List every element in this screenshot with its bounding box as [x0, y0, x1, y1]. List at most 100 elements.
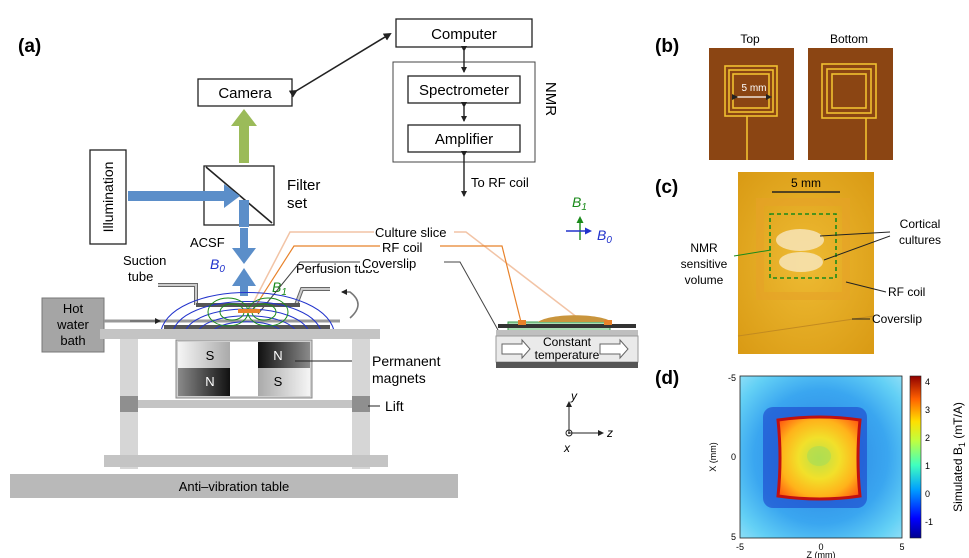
colorbar-ticks: 4 3 2 1 0 -1 [925, 377, 933, 527]
filter-set-label-1: Filter [287, 177, 320, 194]
b1-symbol: B1 [272, 279, 287, 298]
y-axis-title: X (mm) [708, 442, 718, 472]
x-tick-0: 0 [818, 542, 823, 552]
cbar-tick-2: 2 [925, 433, 930, 443]
pcb-top [709, 48, 794, 160]
illumination-label: Illumination [100, 162, 116, 233]
rf-coil-label: RF coil [382, 240, 423, 255]
heat-flow-arrow-left [501, 338, 531, 360]
computer-box [395, 18, 533, 48]
culture-blob-2 [779, 252, 823, 272]
coverslip-label: Coverslip [362, 256, 416, 271]
nmr-volume-label-3: volume [685, 273, 724, 287]
cbar-tick-1: 1 [925, 461, 930, 471]
photo-rf-coil [756, 198, 850, 300]
cbar-tick-3: 3 [925, 405, 930, 415]
excitation-down-arrow [232, 228, 256, 264]
dichroic-mirror [205, 166, 273, 224]
to-rf-coil-label: To RF coil [471, 175, 529, 190]
panel-b-label: (b) [655, 36, 679, 57]
x-tick-5: 5 [899, 542, 904, 552]
magnet-s-top: S [206, 348, 215, 363]
magnet-n-bottom: N [205, 374, 214, 389]
rf-coil-callout [252, 245, 522, 323]
nmr-volume-callout [733, 249, 772, 257]
culture-blob-1 [776, 229, 824, 251]
b0-legend: B0 [597, 227, 612, 246]
pcb-bottom-label: Bottom [830, 32, 868, 46]
heater-top [496, 330, 638, 336]
water-return-arrow [341, 289, 359, 319]
heater-bottom [496, 362, 638, 368]
lift-label: Lift [385, 398, 404, 414]
suction-tube-inner [158, 284, 197, 305]
constant-temperature-label-2: temperature [535, 348, 600, 362]
pcb-top-coil [724, 65, 778, 160]
y-tick-neg5: -5 [728, 373, 736, 383]
excitation-arrow [128, 184, 240, 208]
x-axis-origin-dot [568, 432, 570, 434]
photo-scale-label: 5 mm [791, 176, 821, 190]
z-axis-label: z [606, 426, 613, 440]
anti-vibration-table-label: Anti–vibration table [179, 479, 290, 494]
hot-water-bath-label-3: bath [60, 333, 85, 348]
suction-tube-label-1: Suction [123, 253, 166, 268]
cbar-tick-neg1: -1 [925, 517, 933, 527]
b1-legend: B1 [572, 194, 587, 213]
pcb-bottom [808, 48, 893, 160]
colorbar-label: Simulated B1 (mT/A) [951, 402, 967, 512]
culture-slice-label-bg [374, 225, 454, 239]
cortical-cultures-label-1: Cortical [900, 217, 941, 231]
x-axis-label: x [563, 441, 571, 455]
photo-coverslip-edge [737, 315, 875, 337]
colorbar [909, 375, 922, 539]
excitation-down-top [239, 200, 249, 227]
nmr-label: NMR [542, 82, 559, 116]
anti-vibration-table [10, 474, 458, 498]
sample-rf-coil [238, 309, 260, 313]
cortical-cultures-callout-1 [819, 231, 891, 237]
permanent-magnets-label-1: Permanent [372, 353, 441, 369]
pcb-bottom-coil [821, 63, 877, 160]
y-axis-label: y [570, 389, 578, 403]
rf-coil-label-bg [380, 240, 440, 254]
hot-water-bath [41, 297, 105, 353]
magnet-top-right [258, 342, 310, 368]
y-tick-5: 5 [731, 532, 736, 542]
culture-slice-label: Culture slice [375, 225, 447, 240]
photo-rf-coil-callout [845, 281, 887, 293]
y-tick-0: 0 [731, 452, 736, 462]
magnet-s-bottom: S [274, 374, 283, 389]
spectrometer-label: Spectrometer [419, 82, 509, 99]
magnet-bottom-right [258, 368, 310, 396]
constant-temperature-label-1: Constant [543, 335, 592, 349]
frame-bottom [104, 455, 388, 467]
photo-nmr-volume [769, 213, 837, 279]
cortical-cultures-callout-2 [823, 235, 891, 261]
heatmap-center [807, 446, 831, 466]
magnet-gap [230, 342, 258, 396]
heat-flow-arrow-right [599, 338, 629, 360]
x-tick-neg5: -5 [736, 542, 744, 552]
magnet-n-top: N [273, 348, 282, 363]
perfusion-tube-label: Perfusion tube [296, 261, 380, 276]
cortical-cultures-label-2: cultures [899, 233, 941, 247]
photo-coverslip-label: Coverslip [872, 312, 922, 326]
computer-camera-link [288, 32, 392, 98]
camera-box [197, 78, 293, 107]
panel-d-label: (d) [655, 368, 679, 389]
magnet-bottom-left [178, 368, 230, 396]
culture-slice-side [538, 315, 612, 322]
frame-top [100, 329, 380, 339]
b0-symbol: B0 [210, 256, 225, 275]
hot-water-bath-label-2: water [56, 317, 89, 332]
spectrometer-box [407, 75, 521, 104]
coverslip-side [498, 324, 636, 328]
pcb-top-label: Top [740, 32, 760, 46]
chamber-base [164, 325, 330, 329]
amplifier-label: Amplifier [435, 131, 493, 148]
magnet-top-left [178, 342, 230, 368]
illumination-box [89, 149, 127, 245]
